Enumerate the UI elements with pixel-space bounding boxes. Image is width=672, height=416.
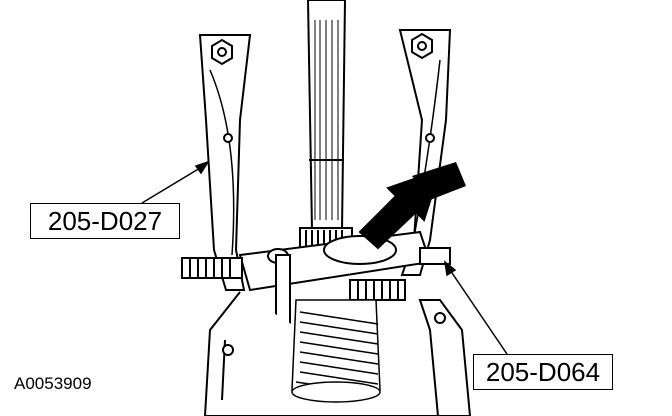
frame-nuts — [211, 32, 435, 143]
threaded-rod-left — [181, 257, 243, 279]
threaded-rod-right — [349, 247, 451, 301]
splined-shaft — [306, 0, 347, 231]
figure-id: A0053909 — [14, 374, 92, 393]
gear-cluster — [291, 299, 381, 403]
callout-205-d027: 205-D027 — [30, 203, 180, 239]
direction-arrow — [358, 162, 466, 250]
callout-205-d064: 205-D064 — [473, 354, 613, 390]
puller-frame-left-arm — [198, 34, 252, 291]
leader-lines — [141, 160, 508, 355]
